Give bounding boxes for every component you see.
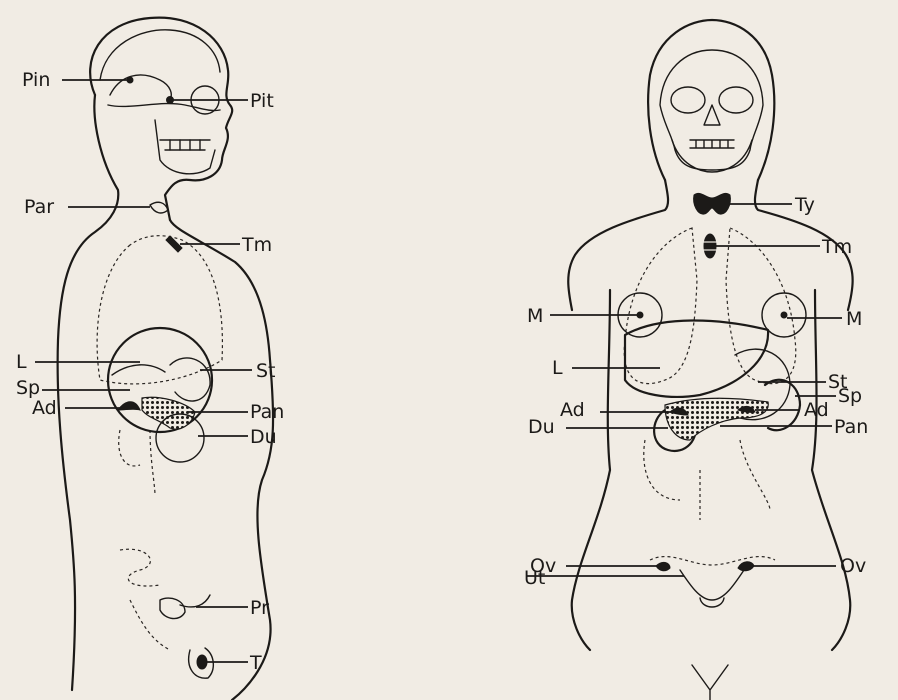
side-skull-base [108,104,220,111]
label-ov-left: Ov [530,555,556,577]
front-torso-right [812,290,850,650]
front-intestines [644,440,770,520]
label-st: St [256,360,276,382]
side-adrenal-gland [118,402,140,410]
label-t: T [249,652,262,674]
front-right-orbit [719,87,753,113]
label-ty: Ty [794,194,815,216]
side-kidney-outline [119,430,155,495]
front-legs [692,665,728,700]
front-uterus [680,570,744,607]
label-sp-front: Sp [838,385,862,407]
front-liver [625,320,768,396]
front-pancreas [665,398,768,440]
side-bladder [180,595,210,607]
front-teeth [690,140,734,148]
front-thymus [704,234,716,258]
side-skull-cap [100,30,220,80]
label-par: Par [24,196,54,218]
label-du-front: Du [528,416,555,438]
front-head-outline [648,20,774,180]
side-view-figure: Pin Pit Par Tm L St Sp Ad Pan Du Pr T [16,18,284,700]
label-l: L [16,351,27,373]
front-left-orbit [671,87,705,113]
label-tm-front: Tm [821,236,852,258]
label-sp: Sp [16,377,40,399]
label-pin: Pin [22,69,50,91]
label-ov-right: Ov [840,555,866,577]
label-pr: Pr [250,597,269,619]
front-left-shoulder [568,180,668,310]
label-pan: Pan [250,401,284,423]
front-right-nipple [781,312,787,318]
label-m-right: M [846,308,862,330]
front-view-figure: Ty Tm M M L St Sp Ad Ad Du Pan Ut Ov Ov [524,20,868,700]
label-ad-left: Ad [560,399,585,421]
front-torso-left [572,290,610,650]
side-parathyroid [150,202,168,213]
side-brain-fold [110,75,171,102]
side-front-outline [170,220,273,700]
side-thymus [166,236,182,252]
side-teeth [170,140,200,150]
side-liver-inner [112,365,165,375]
side-stomach [170,358,210,401]
label-pan-front: Pan [834,416,868,438]
label-du: Du [250,426,277,448]
side-jaw [155,120,215,174]
side-testis [197,655,207,669]
label-ad: Ad [32,397,57,419]
front-right-lung [726,228,796,384]
front-left-ovary [656,562,670,570]
side-pancreas [142,397,195,429]
side-head-outline [90,18,232,220]
label-tm: Tm [241,234,272,256]
label-ad-right: Ad [804,399,829,421]
side-pelvis [160,598,185,618]
front-nose [704,105,720,125]
front-right-ovary [738,562,754,571]
front-left-nipple [637,312,643,318]
label-l-front: L [552,357,563,379]
label-m-left: M [527,305,543,327]
label-pit: Pit [250,90,274,112]
